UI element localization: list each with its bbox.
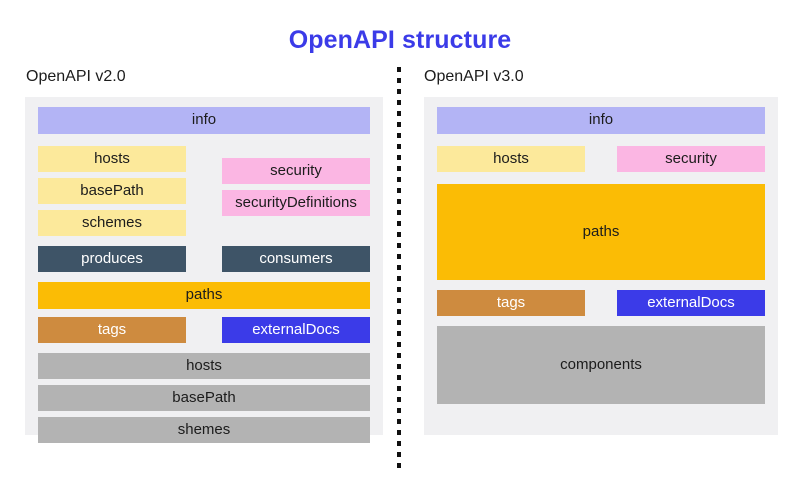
box-basepath[interactable]: basePath xyxy=(38,178,186,204)
row-definitions-hosts: hosts xyxy=(38,353,370,379)
column-header-v3: OpenAPI v3.0 xyxy=(424,68,524,85)
row-definitions-shemes: shemes xyxy=(38,417,370,443)
spacer xyxy=(437,280,765,290)
box-schemes[interactable]: schemes xyxy=(38,210,186,236)
box-tags[interactable]: tags xyxy=(38,317,186,343)
box-security[interactable]: security xyxy=(617,146,765,172)
spacer xyxy=(186,317,222,343)
spacer xyxy=(38,134,370,146)
row-tags-externaldocs: tags externalDocs xyxy=(38,317,370,343)
spacer xyxy=(585,146,617,172)
panel-openapi-v3: info hosts security paths tags externalD… xyxy=(424,97,778,435)
box-security[interactable]: security xyxy=(222,158,370,184)
box-external-docs[interactable]: externalDocs xyxy=(617,290,765,316)
spacer xyxy=(437,172,765,184)
box-definitions-hosts[interactable]: hosts xyxy=(38,353,370,379)
box-paths[interactable]: paths xyxy=(38,282,370,309)
stack-security-fields: security securityDefinitions xyxy=(222,146,370,236)
row-tags-externaldocs: tags externalDocs xyxy=(437,290,765,316)
box-tags[interactable]: tags xyxy=(437,290,585,316)
spacer xyxy=(186,146,222,236)
box-definitions-shemes[interactable]: shemes xyxy=(38,417,370,443)
row-hosts-security: hosts basePath schemes security security… xyxy=(38,146,370,236)
spacer xyxy=(186,246,222,272)
spacer xyxy=(222,146,370,158)
box-hosts[interactable]: hosts xyxy=(437,146,585,172)
spacer xyxy=(585,290,617,316)
box-produces[interactable]: produces xyxy=(38,246,186,272)
spacer xyxy=(437,134,765,146)
row-info: info xyxy=(38,107,370,134)
box-definitions-basepath[interactable]: basePath xyxy=(38,385,370,411)
row-paths: paths xyxy=(437,184,765,280)
vertical-dashed-divider xyxy=(397,67,401,471)
row-components: components xyxy=(437,326,765,404)
stack-server-fields: hosts basePath schemes xyxy=(38,146,186,236)
spacer xyxy=(38,309,370,317)
panel-openapi-v2: info hosts basePath schemes security sec… xyxy=(25,97,383,443)
row-paths: paths xyxy=(38,282,370,309)
row-definitions-basepath: basePath xyxy=(38,385,370,411)
page-title: OpenAPI structure xyxy=(288,26,512,54)
box-consumers[interactable]: consumers xyxy=(222,246,370,272)
spacer xyxy=(38,272,370,282)
spacer xyxy=(38,236,370,246)
row-hosts-security: hosts security xyxy=(437,146,765,172)
row-produces-consumers: produces consumers xyxy=(38,246,370,272)
spacer xyxy=(437,316,765,326)
box-external-docs[interactable]: externalDocs xyxy=(222,317,370,343)
box-info[interactable]: info xyxy=(437,107,765,134)
box-hosts[interactable]: hosts xyxy=(38,146,186,172)
column-header-v2: OpenAPI v2.0 xyxy=(26,68,126,85)
box-security-definitions[interactable]: securityDefinitions xyxy=(222,190,370,216)
box-info[interactable]: info xyxy=(38,107,370,134)
box-components[interactable]: components xyxy=(437,326,765,404)
spacer xyxy=(38,343,370,353)
row-info: info xyxy=(437,107,765,134)
box-paths[interactable]: paths xyxy=(437,184,765,280)
